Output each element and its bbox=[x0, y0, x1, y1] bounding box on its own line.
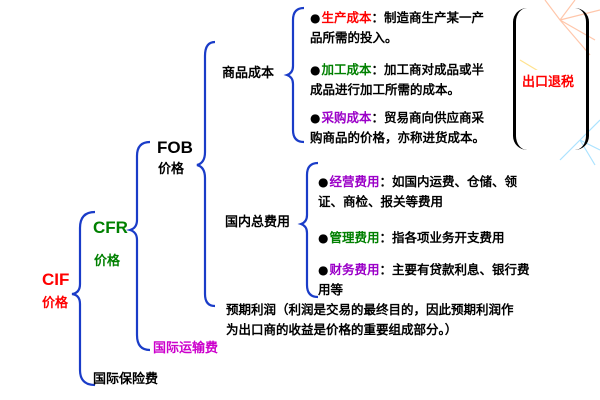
bracket-cfr bbox=[126, 140, 151, 352]
fee-item-financial: ●财务费用：主要有贷款利息、银行费 用等 bbox=[318, 260, 568, 300]
bullet-icon: ● bbox=[318, 231, 329, 245]
fee-desc-line1: ：指各项业务开支费用 bbox=[379, 230, 505, 245]
cost-item-processing: ●加工成本：加工商对成品或半 成品进行加工所需的成本。 bbox=[310, 60, 520, 100]
cost-desc-line2: 品所需的投入。 bbox=[310, 30, 398, 45]
fee-item-operating: ●经营费用：如国内运费、仓储、领 证、商检、报关等费用 bbox=[318, 172, 568, 212]
cost-term: 生产成本 bbox=[321, 10, 372, 25]
bracket-domestic-costs bbox=[297, 161, 319, 299]
bracket-cif bbox=[71, 210, 96, 387]
fee-term: 财务费用 bbox=[329, 262, 380, 277]
bullet-icon: ● bbox=[310, 63, 321, 77]
bullet-icon: ● bbox=[318, 175, 329, 189]
cost-desc-line2: 成品进行加工所需的成本。 bbox=[310, 82, 461, 97]
cost-desc-line1: ：制造商生产某一产 bbox=[371, 10, 485, 25]
profit-line2: 为出口商的收益是价格的重要组成部分。） bbox=[226, 322, 458, 337]
fee-desc-line2: 用等 bbox=[318, 282, 344, 297]
bullet-icon: ● bbox=[310, 111, 321, 125]
bullet-icon: ● bbox=[318, 263, 329, 277]
cost-desc-line1: ：贸易商向供应商采 bbox=[371, 110, 485, 125]
bracket-fob bbox=[196, 40, 216, 308]
fee-desc-line1: ：主要有贷款利息、银行费 bbox=[379, 262, 530, 277]
cost-term: 采购成本 bbox=[321, 110, 372, 125]
profit-line1: 预期利润（利润是交易的最终目的，因此预期利润作 bbox=[226, 302, 514, 317]
fee-term: 经营费用 bbox=[329, 174, 380, 189]
cost-desc-line2: 购商品的价格，亦称进货成本。 bbox=[310, 130, 486, 145]
export-tax-refund-label: 出口退税 bbox=[520, 70, 577, 91]
cost-item-purchasing: ●采购成本：贸易商向供应商采 购商品的价格，亦称进货成本。 bbox=[310, 108, 520, 148]
fee-item-management: ●管理费用：指各项业务开支费用 bbox=[318, 228, 568, 248]
bullet-icon: ● bbox=[310, 11, 321, 25]
cfr-sub: 价格 bbox=[94, 254, 121, 269]
cif-title: CIF bbox=[42, 270, 70, 289]
domestic-costs-label: 国内总费用 bbox=[225, 215, 291, 230]
fob-sub: 价格 bbox=[158, 162, 185, 177]
cost-desc-line1: ：加工商对成品或半 bbox=[371, 62, 485, 77]
cif-sub: 价格 bbox=[42, 296, 69, 311]
fee-desc-line1: ：如国内运费、仓储、领 bbox=[379, 174, 518, 189]
cost-item-production: ●生产成本：制造商生产某一产 品所需的投入。 bbox=[310, 8, 520, 48]
bracket-commodity-cost bbox=[283, 6, 305, 144]
commodity-cost-label: 商品成本 bbox=[222, 66, 275, 81]
export-tax-refund-bracket bbox=[513, 8, 589, 150]
expected-profit: 预期利润（利润是交易的最终目的，因此预期利润作 为出口商的收益是价格的重要组成部… bbox=[226, 300, 596, 340]
cfr-title: CFR bbox=[93, 218, 128, 237]
fee-term: 管理费用 bbox=[329, 230, 380, 245]
international-insurance: 国际保险费 bbox=[93, 372, 159, 387]
cost-term: 加工成本 bbox=[321, 62, 372, 77]
fee-desc-line2: 证、商检、报关等费用 bbox=[318, 194, 444, 209]
fob-title: FOB bbox=[157, 138, 193, 157]
international-freight: 国际运输费 bbox=[153, 341, 219, 356]
